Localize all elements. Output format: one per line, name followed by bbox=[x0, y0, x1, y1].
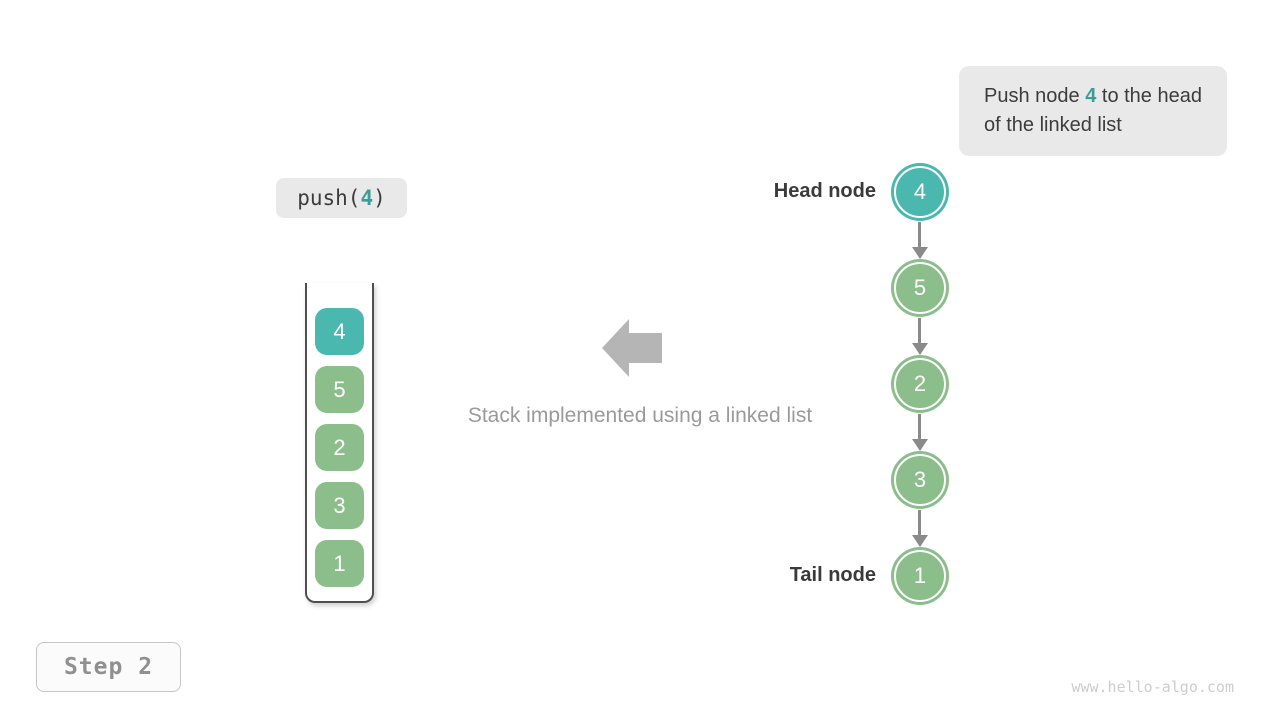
linked-list-node: 4 bbox=[894, 166, 946, 218]
stack-item: 4 bbox=[315, 308, 364, 355]
down-arrow-icon bbox=[911, 318, 928, 355]
linked-list-node: 1 bbox=[894, 550, 946, 602]
push-code-badge: push(4) bbox=[276, 178, 407, 218]
down-arrow-icon bbox=[911, 414, 928, 451]
code-before: push( bbox=[297, 186, 361, 210]
callout-text: Push node 4 to the head of the linked li… bbox=[984, 82, 1207, 140]
linked-list-node: 3 bbox=[894, 454, 946, 506]
linked-list-node: 2 bbox=[894, 358, 946, 410]
stack-caption: Stack implemented using a linked list bbox=[467, 404, 813, 427]
head-node-label: Head node bbox=[773, 180, 876, 202]
code-value: 4 bbox=[360, 186, 374, 210]
code-after: ) bbox=[373, 186, 386, 210]
down-arrow-icon bbox=[911, 222, 928, 259]
push-callout: Push node 4 to the head of the linked li… bbox=[959, 66, 1227, 156]
stack-container: 4 5 2 3 1 bbox=[305, 283, 374, 603]
stack-item: 3 bbox=[315, 482, 364, 529]
linked-list-node: 5 bbox=[894, 262, 946, 314]
callout-text-after: to the head of the linked list bbox=[984, 85, 1202, 136]
stack-item: 5 bbox=[315, 366, 364, 413]
stack-item: 1 bbox=[315, 540, 364, 587]
watermark: www.hello-algo.com bbox=[1071, 678, 1234, 696]
left-block-arrow-icon bbox=[602, 319, 662, 377]
stack-item: 2 bbox=[315, 424, 364, 471]
step-badge: Step 2 bbox=[36, 642, 181, 692]
down-arrow-icon bbox=[911, 510, 928, 547]
tail-node-label: Tail node bbox=[789, 564, 876, 586]
callout-highlight-value: 4 bbox=[1085, 85, 1097, 107]
callout-text-before: Push node bbox=[984, 85, 1086, 107]
